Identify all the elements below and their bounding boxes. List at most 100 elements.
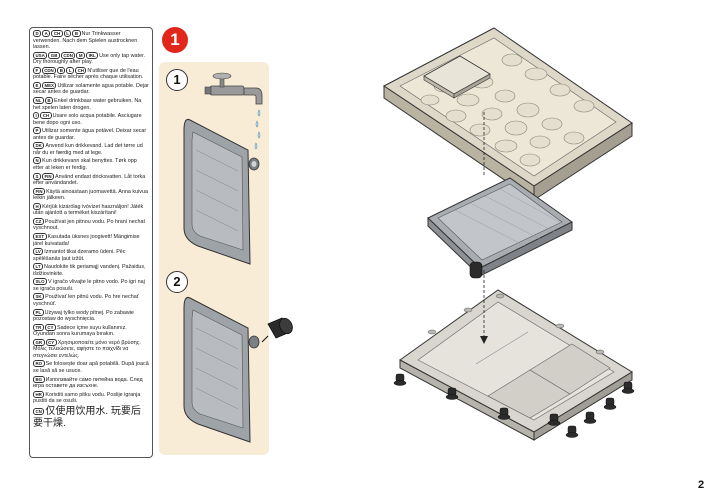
country-code-badge: F bbox=[33, 66, 41, 74]
country-code-badge: USA bbox=[33, 51, 48, 59]
country-code-badge: TR bbox=[33, 323, 44, 331]
water-tank-icon bbox=[183, 297, 260, 443]
country-code-badge: B bbox=[57, 66, 66, 74]
instruction-text: Enkel drinkbaar water gebruiken. Na het … bbox=[33, 97, 142, 111]
base-plate bbox=[393, 289, 635, 441]
country-code-badge: FIN bbox=[41, 172, 55, 180]
country-code-badge: GB bbox=[48, 51, 60, 59]
country-codes: P bbox=[33, 127, 42, 135]
water-tank-icon bbox=[183, 119, 260, 265]
water-tank-flat bbox=[427, 177, 573, 279]
country-code-badge: CH bbox=[40, 112, 52, 120]
country-code-badge: IRL bbox=[86, 51, 99, 59]
instruction-text: Käytä ainoastaan juomavettä. Anna kuivua… bbox=[33, 188, 148, 202]
instruction-text: Kun drikkevann skal benyttes. Tørk opp e… bbox=[33, 158, 137, 171]
country-code-badge: BG bbox=[33, 375, 45, 383]
country-code-badge: FIN bbox=[33, 187, 46, 195]
country-codes: H bbox=[33, 202, 42, 210]
country-code-badge: CY bbox=[45, 338, 57, 346]
country-code-badge: H bbox=[33, 202, 42, 210]
country-code-badge: PL bbox=[33, 308, 44, 316]
country-code-badge: N bbox=[33, 157, 42, 165]
country-code-badge: LV bbox=[33, 248, 44, 256]
instruction-text: Χρησιμοποιείτε μόνο νερό βρύσης. Μόλις τ… bbox=[33, 339, 141, 359]
country-code-badge: B bbox=[44, 97, 54, 105]
step-number-badge: 1 bbox=[162, 27, 188, 53]
country-code-badge: EST bbox=[33, 233, 47, 241]
country-code-badge: I bbox=[33, 112, 40, 120]
country-code-badge: D bbox=[33, 30, 42, 37]
country-codes: HR bbox=[33, 390, 45, 398]
feet-icon bbox=[393, 373, 635, 438]
country-code-badge: B bbox=[72, 30, 81, 37]
country-code-badge: LT bbox=[33, 263, 44, 271]
instruction-text: Sadece içme suyu kullanınız. Oyundan son… bbox=[33, 324, 127, 338]
country-code-badge: DK bbox=[33, 142, 45, 150]
country-codes: N bbox=[33, 157, 42, 165]
country-codes: SLO bbox=[33, 278, 48, 286]
country-code-badge: MEX bbox=[41, 81, 57, 89]
country-code-badge: GR bbox=[33, 338, 45, 346]
country-code-badge: P bbox=[33, 127, 41, 135]
instruction-text: Utilizar somente água potável. Deixar se… bbox=[33, 128, 147, 141]
country-codes: CZ bbox=[33, 217, 45, 225]
country-code-badge: L bbox=[66, 66, 75, 74]
instruction-text: Използвайте само питейна вода. След игра… bbox=[33, 376, 143, 390]
country-code-badge: CY bbox=[44, 323, 56, 331]
instruction-text: Koristiti samo pitku vodu. Poslije igran… bbox=[33, 391, 141, 405]
country-code-badge: CH bbox=[75, 66, 87, 74]
arrow-head-icon bbox=[480, 336, 488, 344]
country-code-badge: CH bbox=[51, 30, 63, 37]
country-codes: DK bbox=[33, 142, 45, 150]
instruction-text: Izmantot tikai dzeramo ūdeni. Pēc spēlēš… bbox=[33, 249, 126, 262]
instruction-text: Używaj tylko wody pitnej. Po zabawie poz… bbox=[33, 309, 134, 323]
country-code-badge: CZ bbox=[33, 217, 44, 225]
faucet-icon bbox=[204, 72, 263, 105]
country-code-badge: E bbox=[33, 81, 41, 89]
country-code-badge: HR bbox=[33, 390, 45, 398]
country-code-badge: SK bbox=[33, 293, 45, 301]
country-code-badge: RO bbox=[33, 360, 45, 368]
instruction-text: Utilizar solamente agua potable. Dejar s… bbox=[33, 82, 149, 96]
instruction-text: N'utiliser que de l'eau potable. Faire s… bbox=[33, 67, 144, 81]
instruction-text: Usare solo acqua potabile. Asciugare ben… bbox=[33, 113, 142, 126]
country-code-badge: NL bbox=[33, 97, 44, 105]
sub-step-2-badge: 2 bbox=[166, 271, 188, 293]
instruction-text: V igračo vlivajte le pitno vodo. Po igri… bbox=[33, 279, 145, 292]
page-number: 2 bbox=[698, 479, 705, 491]
country-code-badge: A bbox=[42, 30, 51, 37]
country-codes: FIN bbox=[33, 187, 46, 195]
stone-roof-plate bbox=[383, 27, 633, 201]
country-code-badge: M bbox=[76, 51, 86, 59]
instruction-text: Používat jen pitnou vodu. Po hraní necha… bbox=[33, 218, 145, 232]
country-codes: SK bbox=[33, 293, 45, 301]
country-codes: LV bbox=[33, 248, 44, 256]
country-code-badge: CDN bbox=[60, 51, 76, 59]
country-codes: EST bbox=[33, 233, 48, 241]
instruction-text: Use only tap water. Dry thoroughly after… bbox=[33, 52, 145, 66]
